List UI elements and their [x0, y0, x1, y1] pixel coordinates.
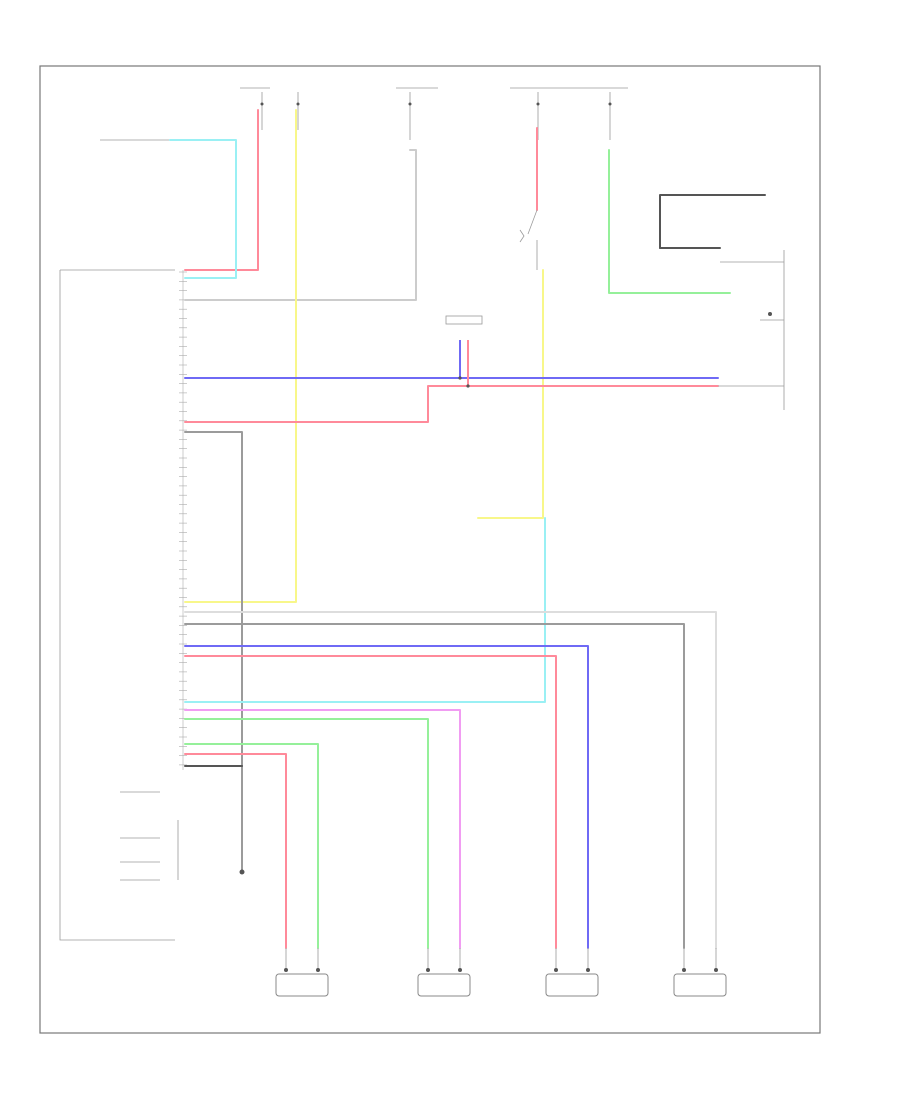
- wire-green-sensor1: [184, 743, 319, 949]
- wire-green-right: [608, 149, 731, 294]
- wire-gray-ground: [184, 431, 243, 871]
- fuse-block-1: [240, 87, 300, 130]
- right-module-connector: [720, 250, 785, 410]
- fuse-block-3: [510, 87, 628, 140]
- wire-red-sensor1: [184, 753, 287, 949]
- fuse-block-2: [396, 87, 438, 140]
- bottom-left-switch-block: [120, 791, 179, 881]
- wheel-sensor-2: [417, 948, 471, 997]
- wire-green-sensor2: [184, 718, 429, 949]
- diagram-frame: [39, 65, 821, 1034]
- control-unit-pin-column: [179, 270, 187, 770]
- relay-switch: [519, 209, 538, 270]
- wheel-sensor-1: [275, 948, 329, 997]
- wire-black-loop: [659, 194, 766, 249]
- wire-lightgray-sensor4: [184, 611, 717, 949]
- wire-red-bus: [184, 385, 719, 423]
- data-link-connector: [445, 315, 483, 388]
- control-unit-outline: [59, 270, 175, 941]
- wire-yellow-relay: [477, 269, 544, 519]
- wire-cyan-long: [184, 517, 546, 703]
- wire-red-sensor3: [184, 655, 557, 949]
- wire-gray-fuse2: [184, 149, 417, 301]
- wire-gray-sensor4: [184, 623, 685, 949]
- wheel-sensor-3: [545, 948, 599, 997]
- wire-blue-sensor3: [184, 645, 589, 949]
- wire-red-fuse1: [184, 109, 259, 271]
- wire-pink-sensor2: [184, 709, 461, 949]
- wire-yellow-main: [184, 109, 297, 603]
- wire-cyan-top: [169, 139, 237, 279]
- wheel-sensor-4: [673, 948, 727, 997]
- ground-point: [239, 869, 245, 875]
